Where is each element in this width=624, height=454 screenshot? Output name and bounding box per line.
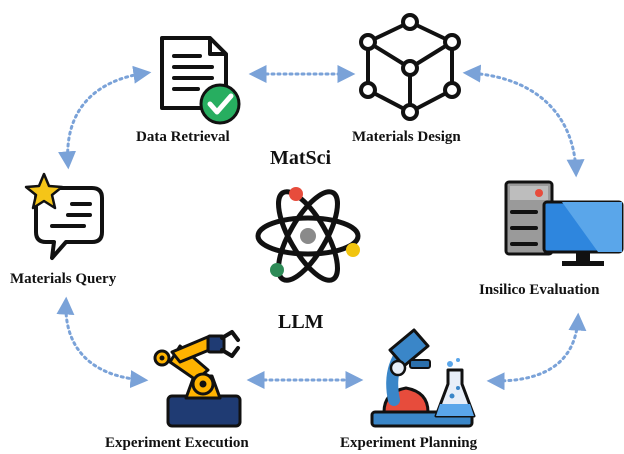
llm-label: LLM <box>278 311 324 333</box>
arrow-insilico-planning <box>486 312 587 391</box>
arrow-query-execution <box>56 296 149 389</box>
crystal-lattice-icon <box>359 13 461 121</box>
experiment-planning-label: Experiment Planning <box>340 435 478 451</box>
electron-green <box>270 263 284 277</box>
atom-nucleus <box>300 228 316 244</box>
chat-star-icon <box>24 172 104 260</box>
matsci-label: MatSci <box>270 147 332 169</box>
arrow-design-insilico <box>462 64 585 178</box>
experiment-execution-label: Experiment Execution <box>105 435 249 451</box>
materials-design-label: Materials Design <box>352 129 461 145</box>
microscope-flask-icon <box>370 328 476 428</box>
materials-query-label: Materials Query <box>10 271 117 287</box>
data-retrieval-label: Data Retrieval <box>136 129 230 145</box>
electron-red <box>289 187 303 201</box>
electron-yellow <box>346 243 360 257</box>
robot-arm-icon <box>153 330 242 428</box>
insilico-evaluation-label: Insilico Evaluation <box>479 282 600 298</box>
arrow-query-retrieval <box>58 65 152 170</box>
computer-server-icon <box>504 180 624 266</box>
document-check-icon <box>160 36 241 125</box>
atom-icon <box>255 189 361 283</box>
